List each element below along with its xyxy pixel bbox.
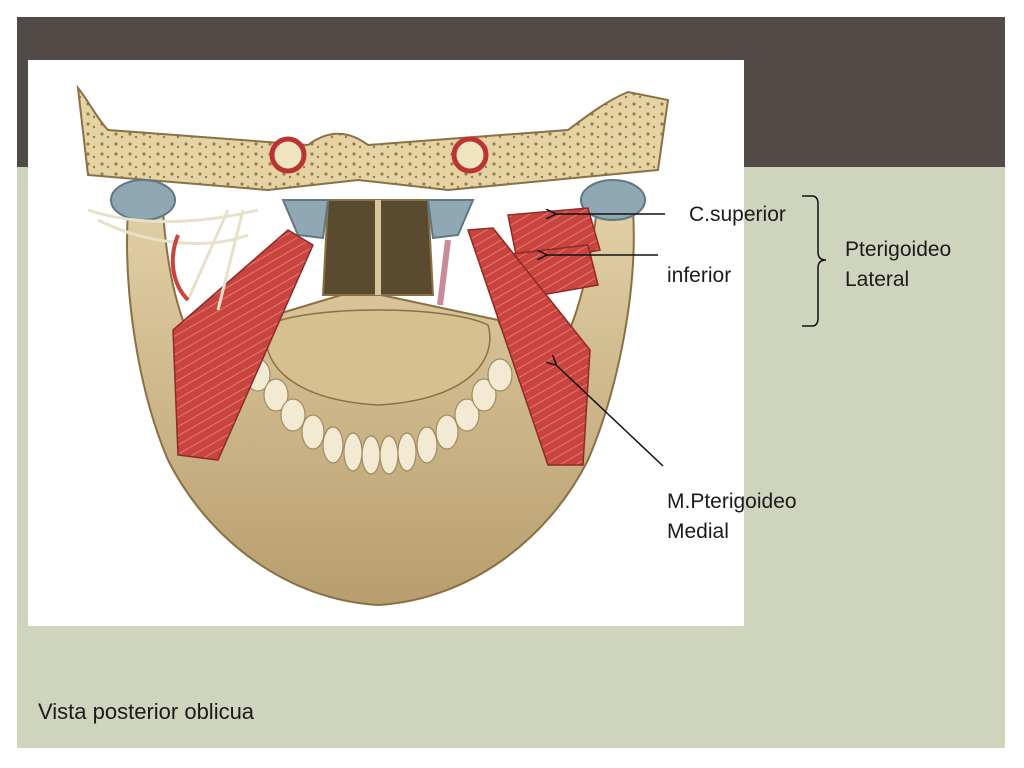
medial-pterygoid-left (172, 229, 314, 461)
caption: Vista posterior oblicua (38, 699, 255, 724)
label-c-superior: C.superior (689, 203, 786, 226)
label-line: M.Pterigoideo (667, 490, 797, 513)
label-line: Pterigoideo (845, 238, 952, 261)
condyle-left (110, 179, 176, 221)
skull-base (76, 84, 670, 192)
label-inferior: inferior (667, 264, 732, 287)
condyle-right (580, 179, 646, 221)
carotid-canal-right (451, 136, 489, 174)
palate (265, 309, 491, 406)
carotid-canal-left (269, 136, 307, 174)
label-pterigoideo-medial: M.Pterigoideo Medial (667, 487, 797, 547)
label-line: Lateral (845, 268, 910, 291)
anatomy-illustration (28, 60, 744, 626)
teeth (245, 358, 513, 475)
pterygoid-plate-left (281, 199, 330, 240)
label-pterigoideo-lateral: Pterigoideo Lateral (845, 235, 951, 295)
vessel-right (437, 239, 451, 306)
mandible-posterior-view (76, 84, 670, 607)
pterygoid-plate-right (426, 199, 475, 240)
vessel-left (170, 234, 190, 302)
label-line: Medial (667, 520, 729, 543)
